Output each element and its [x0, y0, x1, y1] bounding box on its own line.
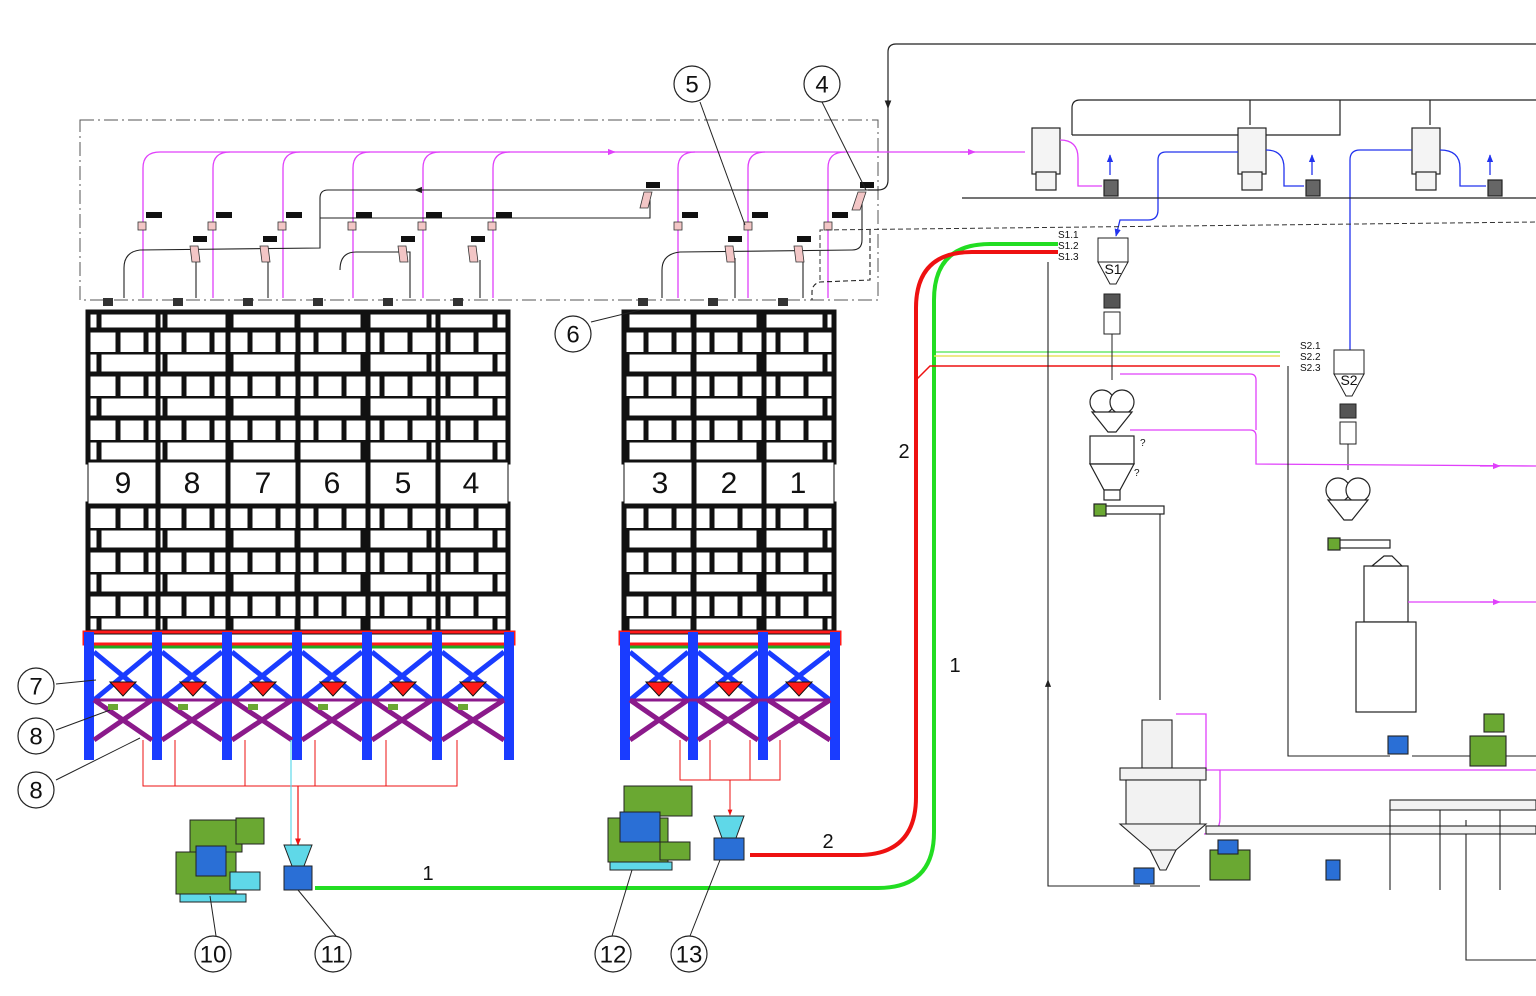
callout-8a: 8: [17, 717, 55, 755]
callout-6: 6: [554, 315, 592, 353]
callout-7: 7: [17, 667, 55, 705]
port-label: S2.1: [1300, 341, 1321, 352]
blower-10: [175, 817, 265, 903]
callout-10: 10: [194, 935, 232, 973]
screw-conveyors: [1093, 503, 1391, 551]
separator-label: S2: [1340, 372, 1357, 388]
separator-s1: S1 S1.1 S1.2 S1.3: [1058, 230, 1129, 380]
dosing-lines-b: [679, 740, 781, 816]
svg-text:7: 7: [29, 674, 42, 701]
silo-number: 6: [324, 467, 341, 500]
packaging-machine: [1118, 713, 1536, 890]
silo-number: 5: [395, 467, 412, 500]
callout-12: 12: [594, 935, 632, 973]
callout-4: 4: [803, 65, 841, 103]
port-label: S1.3: [1058, 252, 1079, 263]
rotary-valve-13: [713, 815, 745, 861]
separator-label: S1: [1104, 261, 1121, 277]
silo-top-connectors: [103, 298, 788, 306]
svg-text:10: 10: [200, 942, 227, 969]
magenta-distribution: [142, 148, 1025, 298]
svg-text:11: 11: [321, 942, 346, 969]
rotary-valve-11: [283, 844, 313, 891]
silo-group-a: 9 8 7 6 5 4: [82, 309, 516, 846]
port-label: S1.1: [1058, 230, 1079, 241]
dust-collectors: [1031, 127, 1503, 197]
svg-text:8: 8: [29, 778, 42, 805]
svg-text:8: 8: [29, 724, 42, 751]
svg-text:6: 6: [566, 322, 579, 349]
blower-12: [607, 785, 693, 871]
conveying-line-2: [750, 250, 1058, 857]
silo-number: 8: [184, 467, 201, 500]
line-number-label: 2: [822, 831, 833, 853]
right-black-lines: [1044, 262, 1536, 961]
line-number-label: 1: [422, 863, 433, 885]
callout-13: 13: [670, 935, 708, 973]
silo-group-b: 3 2 1: [618, 309, 842, 816]
svg-text:5: 5: [685, 72, 698, 99]
silo-number: 9: [115, 467, 132, 500]
svg-text:4: 4: [815, 72, 828, 99]
silo-support-frame-b: [618, 630, 842, 760]
silo-number: 3: [652, 467, 669, 500]
s2-feed-lines: [915, 351, 1280, 381]
dosing-lines-a: [142, 740, 458, 846]
conveying-line-1: [315, 242, 1058, 890]
line-number-label: 1: [949, 655, 960, 677]
port-label: S2.2: [1300, 352, 1321, 363]
valve-icons: [137, 182, 874, 263]
svg-text:12: 12: [600, 942, 627, 969]
dashed-return: [819, 221, 1536, 280]
silo-number: 4: [463, 467, 480, 500]
question-mark: ?: [1140, 438, 1146, 449]
callouts: 4 5 6 7 8 8 10 11 12 13: [17, 65, 841, 973]
filter-outlets: [1059, 139, 1494, 350]
svg-text:13: 13: [676, 942, 703, 969]
silo-support-frame-a: [82, 630, 516, 760]
ventilation-boundary: [79, 119, 879, 301]
question-mark: ?: [1134, 468, 1140, 479]
callout-leaders: [55, 101, 867, 937]
dust-return-lines: [123, 186, 871, 300]
callout-8b: 8: [17, 771, 55, 809]
line-number-label: 2: [898, 441, 909, 463]
port-label: S1.2: [1058, 241, 1079, 252]
separator-s2: S2 S2.1 S2.2 S2.3: [1300, 341, 1365, 470]
callout-5: 5: [673, 65, 711, 103]
silo-number: 1: [790, 467, 807, 500]
top-return-line: [868, 43, 1536, 191]
silo-number: 2: [721, 467, 738, 500]
port-label: S2.3: [1300, 363, 1321, 374]
sifters-and-hoppers: [1088, 389, 1417, 713]
silo-number: 7: [255, 467, 272, 500]
silo-number-labels: 9 8 7 6 5 4: [115, 467, 480, 500]
callout-11: 11: [314, 935, 352, 973]
